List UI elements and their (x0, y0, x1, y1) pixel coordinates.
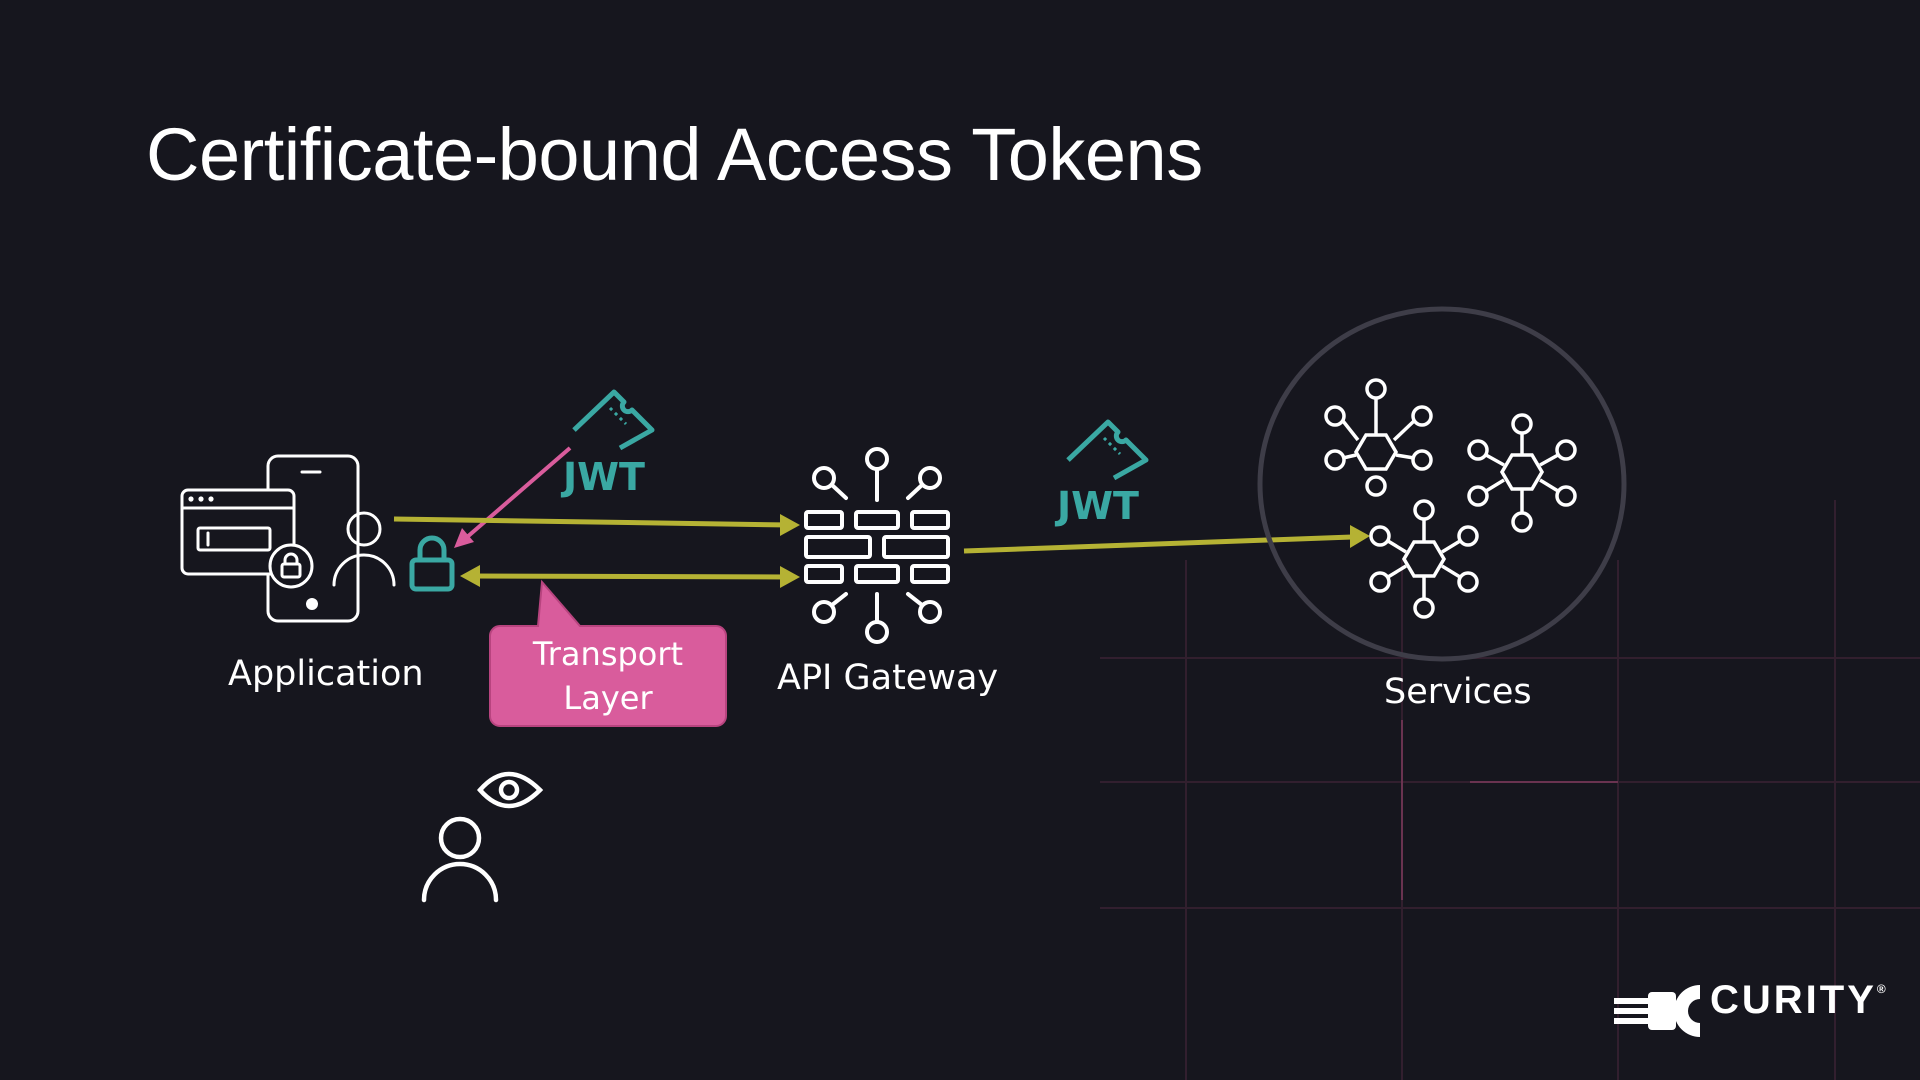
request-arrow (393, 516, 791, 528)
eavesdropper-icon (421, 771, 544, 903)
services-label: Services (1384, 672, 1532, 712)
transport-layer-line1: Transport (532, 635, 684, 673)
transport-callout (489, 579, 727, 727)
api-gateway-label: API Gateway (777, 658, 999, 698)
jwt-label-client: JWT (560, 455, 645, 499)
brand-name: CURITY (1710, 978, 1877, 1022)
jwt-label-gateway: JWT (1054, 484, 1139, 528)
tls-arrow (471, 573, 791, 580)
services-ring (1257, 306, 1627, 662)
brand-registered-mark: ® (1876, 982, 1886, 996)
transport-layer-label: Transport Layer (488, 632, 728, 720)
application-icon (180, 454, 396, 623)
application-label: Application (228, 654, 424, 694)
ticket-icon-gateway (1066, 419, 1149, 481)
ticket-icon (572, 389, 655, 451)
forward-arrow (963, 534, 1353, 554)
token-binding-arrowhead (454, 528, 474, 548)
curity-logo-icon (1614, 985, 1700, 1037)
brand-logo: CURITY® (1710, 978, 1886, 1023)
transport-layer-line2: Layer (563, 679, 653, 717)
api-gateway-icon (804, 447, 950, 644)
lock-icon (409, 535, 455, 592)
service-node-icon (1369, 499, 1479, 619)
service-node-icon (1324, 378, 1433, 497)
service-node-icon (1467, 413, 1577, 533)
token-binding-arrow (464, 446, 572, 540)
slide-title: Certificate-bound Access Tokens (146, 113, 1203, 196)
